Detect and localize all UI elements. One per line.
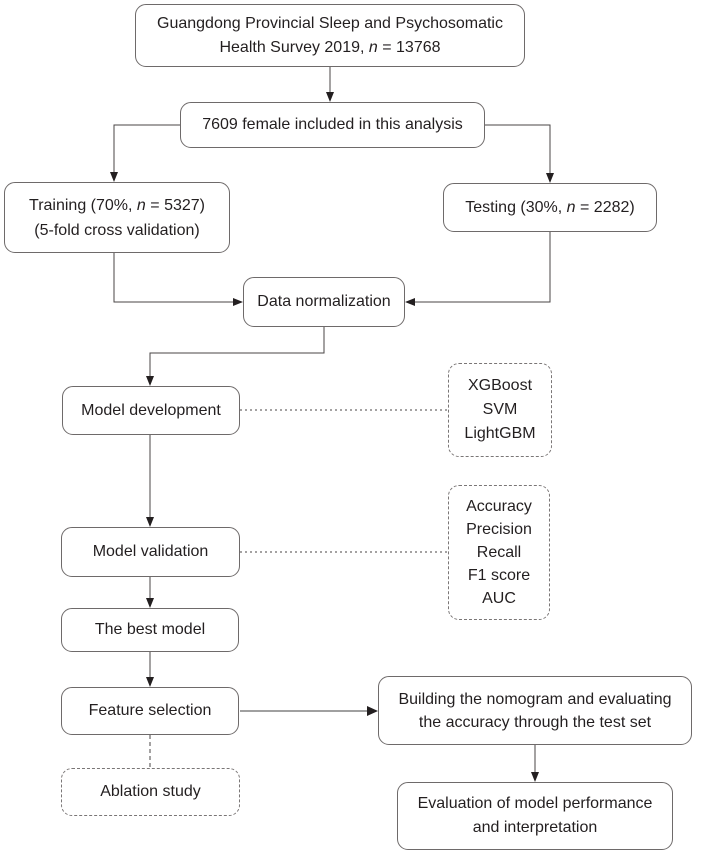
feature-selection-label: Feature selection [88,702,212,719]
training-box: Training (70%, n = 5327) (5-fold cross v… [4,182,230,253]
arrow-training-to-normalization [113,253,243,306]
ablation-study-label: Ablation study [100,783,201,800]
evaluation-line2: and interpretation [472,819,598,836]
metric-item-precision: Precision [466,521,532,538]
metric-item-recall: Recall [476,544,522,561]
metric-item-accuracy: Accuracy [466,498,532,515]
data-normalization-box: Data normalization [243,277,405,327]
arrow-feature-selection-to-nomogram [240,706,378,716]
arrow-best-model-to-feature-selection [146,652,154,687]
models-list-box: XGBoost SVM LightGBM [448,363,552,457]
model-validation-box: Model validation [61,527,240,577]
testing-box: Testing (30%, n = 2282) [443,183,657,232]
data-normalization-label: Data normalization [257,293,391,310]
included-label: 7609 female included in this analysis [202,116,463,133]
arrow-validation-to-best-model [146,577,154,608]
best-model-label: The best model [94,621,206,638]
arrow-normalization-to-development [146,327,325,386]
arrow-included-to-training [110,124,180,182]
arrow-nomogram-to-evaluation [531,745,539,782]
nomogram-line1: Building the nomogram and evaluating [398,690,672,708]
nomogram-box: Building the nomogram and evaluating the… [378,676,692,745]
nomogram-line2: the accuracy through the test set [418,713,652,731]
model-validation-label: Model validation [92,543,209,560]
best-model-box: The best model [61,608,239,652]
model-item-svm: SVM [482,401,518,418]
included-box: 7609 female included in this analysis [180,102,485,148]
model-development-box: Model development [62,386,240,435]
model-item-lightgbm: LightGBM [464,425,536,442]
model-development-label: Model development [81,401,221,419]
arrow-included-to-testing [485,124,554,183]
survey-box: Guangdong Provincial Sleep and Psychosom… [135,4,525,67]
metrics-list-box: Accuracy Precision Recall F1 score AUC [448,485,550,620]
evaluation-line1: Evaluation of model performance [417,795,653,812]
evaluation-box: Evaluation of model performance and inte… [397,782,673,850]
arrow-survey-to-included [326,67,334,102]
training-line2: (5-fold cross validation) [34,221,200,239]
ablation-study-box: Ablation study [61,768,240,816]
model-item-xgboost: XGBoost [467,377,533,394]
survey-line1: Guangdong Provincial Sleep and Psychosom… [157,14,503,32]
survey-line2: Health Survey 2019, n = 13768 [219,38,441,56]
metric-item-auc: AUC [482,590,516,607]
testing-label: Testing (30%, n = 2282) [465,198,635,216]
arrow-testing-to-normalization [405,232,551,306]
metric-item-f1-score: F1 score [467,567,531,584]
training-line1: Training (70%, n = 5327) [29,196,205,214]
arrow-development-to-validation [146,435,154,527]
feature-selection-box: Feature selection [61,687,239,735]
